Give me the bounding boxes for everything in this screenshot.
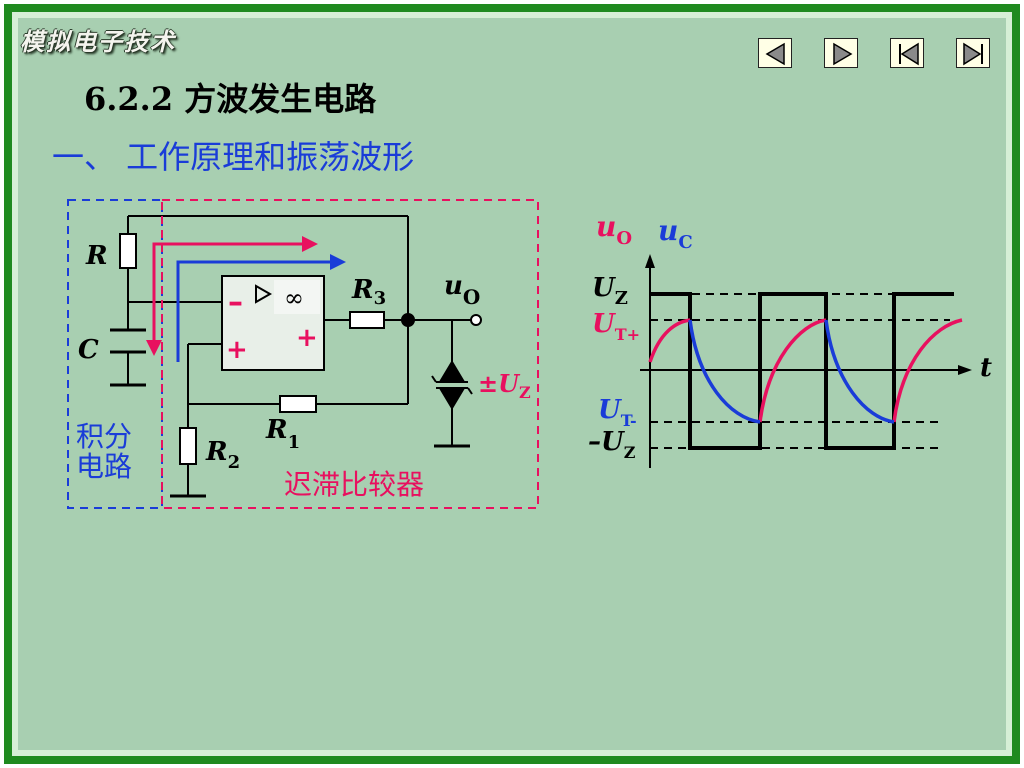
resistor-r (119, 233, 137, 269)
label-c: C (78, 335, 99, 365)
first-button[interactable] (890, 38, 924, 68)
opamp-plus-output: + (296, 323, 318, 353)
label-r3: R3 (351, 275, 386, 309)
y-axis-arrow (645, 254, 655, 268)
resistor-r2 (179, 427, 197, 465)
label-r: R (85, 241, 108, 271)
label-neg-uz: –UZ (588, 427, 636, 462)
feedback-path-arrow (176, 254, 346, 362)
opamp-minus-sign: – (228, 285, 243, 320)
skip-first-icon (899, 42, 919, 66)
circuit-diagram (110, 215, 482, 498)
skip-last-icon (963, 42, 983, 66)
uc-discharge-2 (824, 319, 895, 424)
last-button[interactable] (956, 38, 990, 68)
integrator-box (67, 199, 163, 509)
label-integrator-line2: 电路 (76, 450, 132, 483)
prev-button[interactable] (758, 38, 792, 68)
label-zener-voltage: ±UZ (478, 369, 531, 402)
uc-charge-2 (758, 318, 827, 423)
label-t: t (980, 353, 992, 383)
label-r2: R2 (205, 437, 240, 473)
legend-uo: uO (596, 210, 632, 249)
opamp-infinity: ∞ (284, 284, 304, 312)
label-comparator: 迟滞比较器 (284, 468, 424, 501)
uc-charge-1 (648, 318, 691, 363)
label-ut-minus: UT- (598, 395, 637, 430)
uc-discharge-1 (688, 319, 761, 424)
opamp-triangle-icon (255, 284, 273, 304)
opamp-plus-input: + (226, 335, 248, 365)
waveform-diagram (640, 254, 972, 468)
square-wave-uo (650, 292, 954, 450)
resistor-r1 (279, 395, 317, 413)
course-logo: 模拟电子技术 (20, 27, 176, 56)
uc-charge-3 (892, 318, 963, 423)
label-uz: UZ (592, 273, 628, 309)
zener-diode-pair (431, 360, 473, 410)
output-terminal (470, 314, 482, 326)
triangle-left-icon (765, 42, 785, 66)
label-integrator-line1: 积分 (76, 420, 132, 453)
triangle-right-icon (833, 42, 853, 66)
next-button[interactable] (824, 38, 858, 68)
label-ut-plus: UT+ (592, 309, 640, 344)
legend-uc: uC (658, 214, 693, 253)
slide-title: 6.2.2 方波发生电路 (84, 80, 377, 118)
comparator-box (161, 199, 539, 509)
slide-area (18, 18, 1006, 750)
label-r1: R1 (265, 415, 300, 453)
charging-path-arrow (146, 236, 318, 356)
slide-subtitle: 一、 工作原理和振荡波形 (52, 138, 415, 176)
t-axis-arrow (958, 365, 972, 375)
label-uo-circuit: uO (444, 271, 480, 309)
resistor-r3 (349, 311, 385, 329)
